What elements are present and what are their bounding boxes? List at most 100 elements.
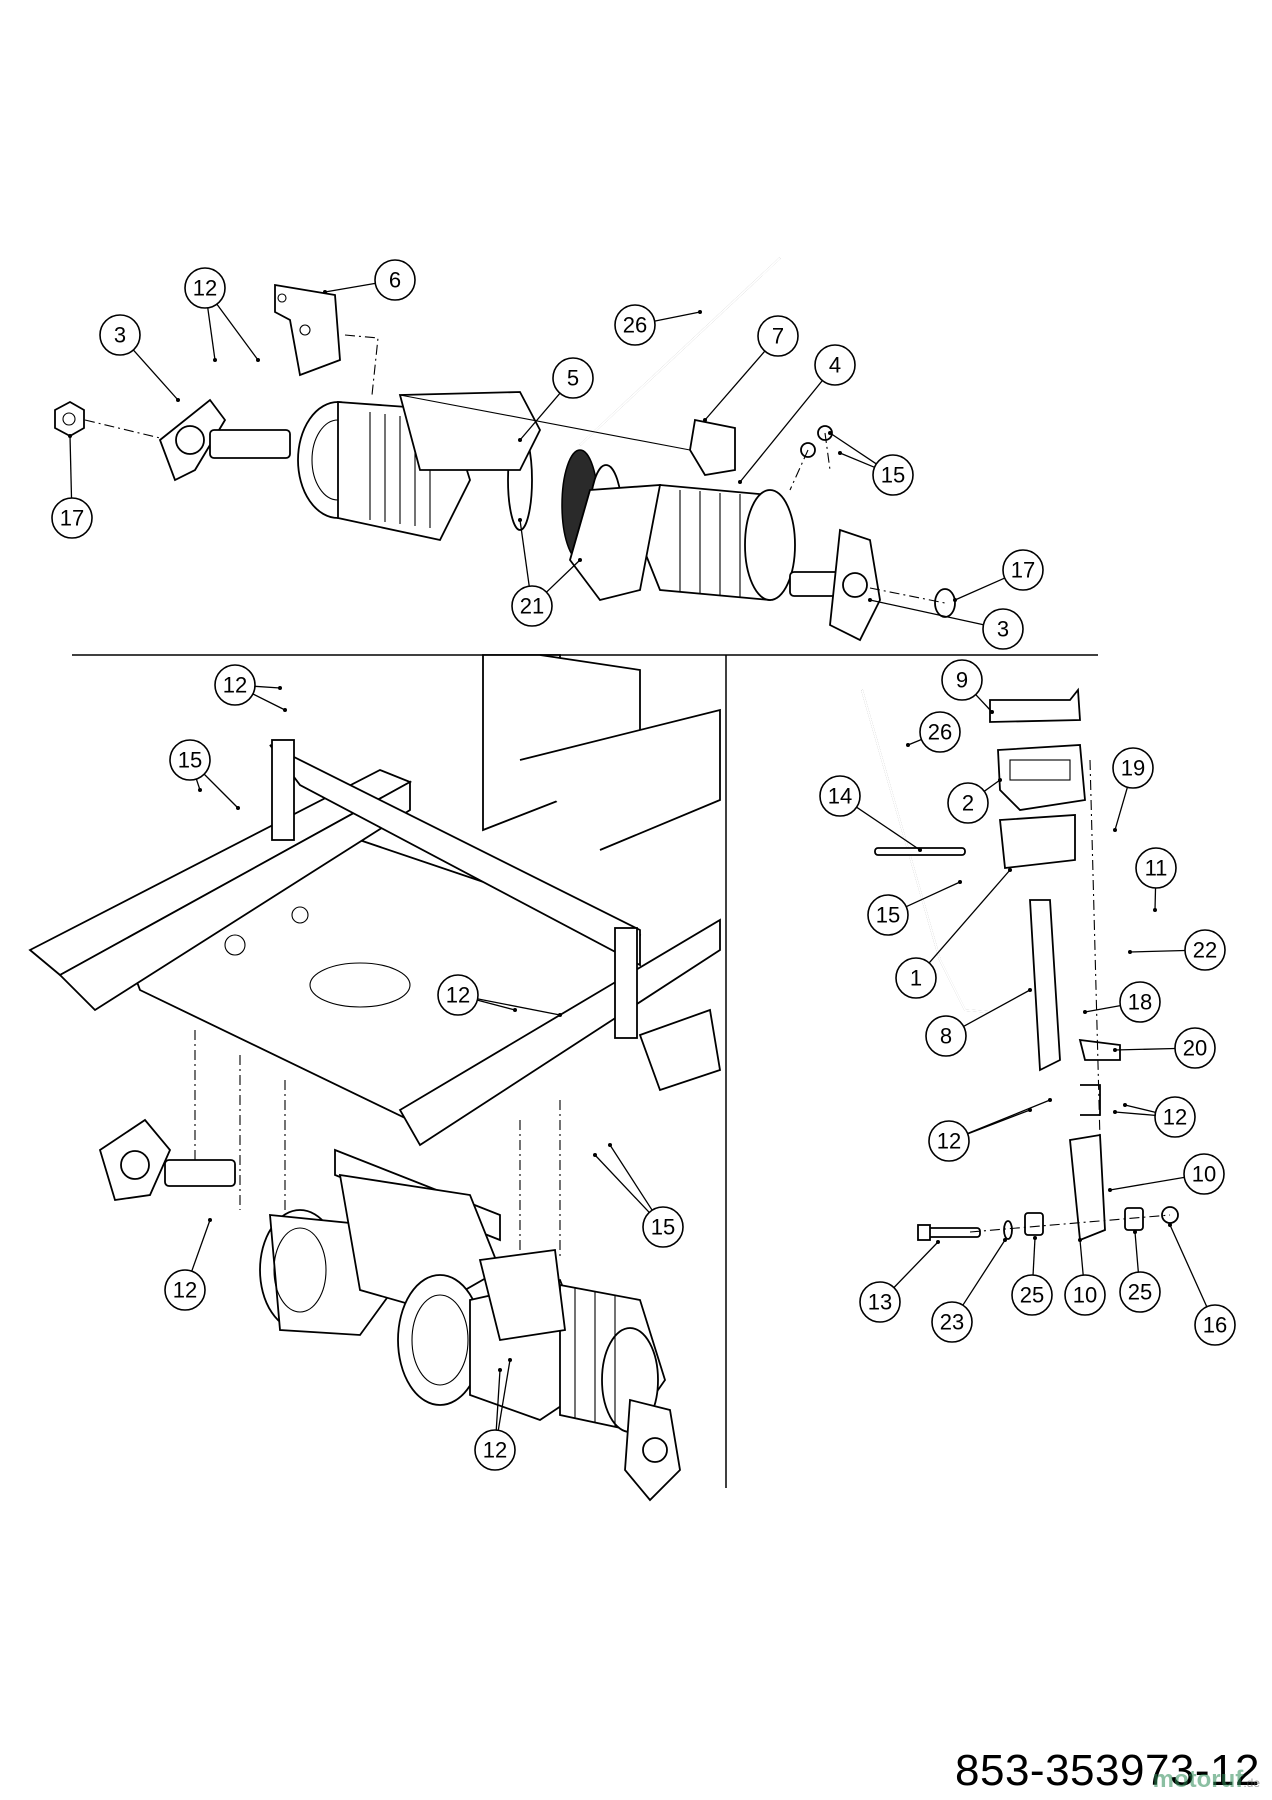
callout-leader-line (1114, 787, 1129, 831)
callout-leader-line (967, 1099, 1051, 1135)
callout-number: 1 (910, 966, 922, 991)
callout-number: 23 (940, 1310, 964, 1335)
callout-leader-line (594, 1154, 650, 1213)
callout-circle (552, 357, 594, 399)
callout-number: 13 (868, 1290, 892, 1315)
callout-leader-tip (518, 518, 522, 522)
callout-leader-line (495, 1369, 501, 1431)
callout-circle (511, 585, 553, 627)
callout-leader-line (983, 779, 1001, 792)
callout-leader-line (216, 303, 259, 361)
callout-number: 5 (567, 366, 579, 391)
callout-leader-tip (1078, 1238, 1082, 1242)
callout-number: 15 (178, 748, 202, 773)
callout-leader-tip (990, 710, 994, 714)
callout-leader-tip (1083, 1010, 1087, 1014)
callout-number: 7 (772, 324, 784, 349)
callout-leader-line (1114, 1047, 1176, 1051)
callout-leader-line (1134, 1231, 1139, 1273)
callout-circle (642, 1206, 684, 1248)
callout-circle (1064, 1274, 1106, 1316)
callout-leader-line (928, 869, 1011, 964)
callout-leader-line (654, 311, 701, 322)
callout-leader-tip (1123, 1103, 1127, 1107)
callout-leader-tip (906, 743, 910, 747)
watermark-brand: motoruf (1152, 1766, 1244, 1793)
callout-leader-line (477, 998, 561, 1016)
callout-number: 22 (1193, 938, 1217, 963)
callout-number: 10 (1192, 1162, 1216, 1187)
callout-leader-tip (1113, 1110, 1117, 1114)
callout-leader-tip (1048, 1098, 1052, 1102)
callout-circle (374, 259, 416, 301)
callout-leader-line (191, 1219, 211, 1272)
callout-leader-tip (593, 1153, 597, 1157)
callout-number: 21 (520, 594, 544, 619)
callout-leader-line (207, 307, 216, 361)
callout-circle (867, 894, 909, 936)
callout-leader-tip (176, 398, 180, 402)
callout-number: 14 (828, 784, 852, 809)
callout-leader-tip (1028, 988, 1032, 992)
callout-circle (1119, 1271, 1161, 1313)
callout-number: 3 (114, 323, 126, 348)
callout-leader-line (1109, 1176, 1185, 1191)
callout-leader-tip (236, 806, 240, 810)
callout-circle (614, 304, 656, 346)
callout-leader-tip (828, 431, 832, 435)
callout-leader-line (975, 694, 993, 713)
callout-circle (872, 454, 914, 496)
callout-leader-line (519, 392, 561, 441)
callout-leader-tip (508, 1358, 512, 1362)
callout-leader-line (609, 1144, 653, 1211)
callout-leader-line (545, 559, 581, 593)
callout-leader-line (1124, 1104, 1156, 1113)
callout-leader-line (905, 881, 961, 908)
callout-leader-tip (1113, 1048, 1117, 1052)
callout-leader-tip (278, 686, 282, 690)
callout-leader-line (829, 432, 877, 465)
callout-leader-line (739, 380, 823, 483)
brand-watermark: motoruf.de (1153, 1766, 1260, 1794)
callout-circle (1011, 1274, 1053, 1316)
callout-circle (1174, 1027, 1216, 1069)
callout-number: 17 (1011, 558, 1035, 583)
callout-number: 26 (623, 313, 647, 338)
callout-number: 12 (193, 276, 217, 301)
callout-circle (214, 664, 256, 706)
callout-number: 25 (1020, 1283, 1044, 1308)
callout-leader-line (839, 452, 875, 468)
callout-leader-tip (1003, 1238, 1007, 1242)
callout-leader-line (519, 519, 530, 587)
callout-circle (1002, 549, 1044, 591)
callout-number: 12 (173, 1278, 197, 1303)
callout-leader-tip (198, 788, 202, 792)
callout-leader-line (963, 989, 1031, 1027)
callout-leader-tip (698, 310, 702, 314)
callout-circle (1184, 929, 1226, 971)
callout-leader-tip (256, 358, 260, 362)
callout-leader-tip (936, 1240, 940, 1244)
callout-leader-tip (1133, 1230, 1137, 1234)
callout-circle (1112, 747, 1154, 789)
callout-leader-tip (738, 480, 742, 484)
callout-circle (982, 608, 1024, 650)
callout-circle (925, 1015, 967, 1057)
callout-leader-line (477, 999, 516, 1011)
callout-circle (757, 315, 799, 357)
callout-leader-line (497, 1359, 511, 1431)
callout-circle (895, 957, 937, 999)
callout-leader-tip (1168, 1223, 1172, 1227)
callout-leader-tip (703, 418, 707, 422)
callout-number: 10 (1073, 1283, 1097, 1308)
callout-number: 25 (1128, 1280, 1152, 1305)
callout-circle (184, 267, 226, 309)
callout-number: 19 (1121, 756, 1145, 781)
callout-leader-line (869, 599, 984, 626)
callout-circle (941, 659, 983, 701)
frame-assembly (28, 654, 722, 1290)
callout-number: 12 (223, 673, 247, 698)
callout-leader-line (1032, 1237, 1036, 1276)
